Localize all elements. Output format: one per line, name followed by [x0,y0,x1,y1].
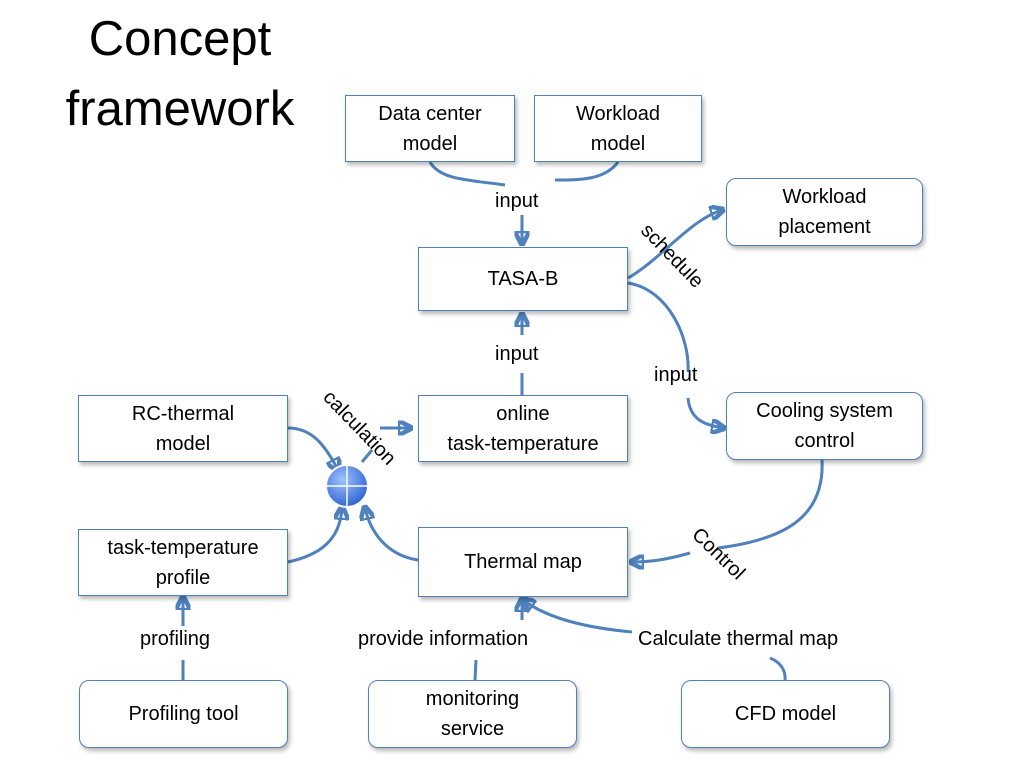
label-input-top: input [495,190,539,212]
arrow-input-to-cooling [686,397,723,428]
arrow-data-center-to-input [428,161,506,187]
arrow-profile-to-junction [287,508,342,564]
cfd-model-box: CFD model [681,680,890,748]
arrow-junction-to-calc [360,449,374,463]
tasa-b-box: TASA-B [418,247,628,311]
arrow-control-to-thermal [632,551,691,562]
arrow-tasa-to-cooling [627,281,690,373]
arrow-tasa-to-placement [627,210,722,280]
rc-thermal-model-box: RC-thermal model [78,395,288,462]
arrow-cfd-to-calc [769,656,787,681]
data-center-model-box: Data center model [345,95,515,162]
label-calculate-thermal-map: Calculate thermal map [638,628,839,650]
arrow-thermal-to-junction [365,508,419,562]
slide-title: Concept framework [65,12,295,136]
monitoring-service-box: monitoring service [368,680,577,748]
label-provide-information: provide information [358,628,529,650]
online-task-temperature-box: online task-temperature [418,395,628,462]
arrow-workload-to-input [554,161,620,182]
thermal-map-box: Thermal map [418,527,628,597]
cooling-system-control-box: Cooling system control [726,392,923,460]
label-input-right: input [654,364,698,386]
profiling-tool-box: Profiling tool [79,680,288,748]
label-input-mid: input [495,343,539,365]
arrow-monitoring-to-info [473,659,478,681]
label-profiling: profiling [140,628,211,650]
task-temperature-profile-box: task-temperature profile [78,529,288,596]
workload-model-box: Workload model [534,95,702,162]
arrow-rc-to-junction [287,426,338,470]
arrow-cooling-to-thermal [717,459,824,550]
workload-placement-box: Workload placement [726,178,923,246]
arrow-calc-map-to-thermal [523,600,633,634]
